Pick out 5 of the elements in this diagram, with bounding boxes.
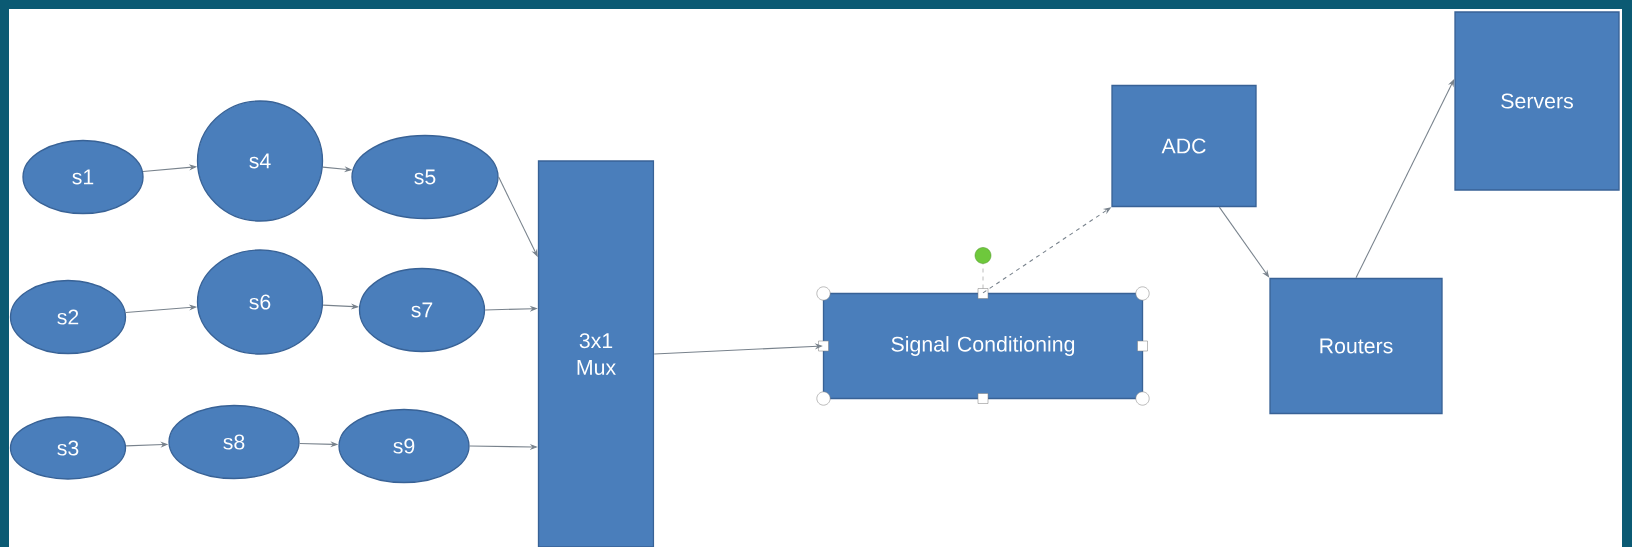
process-box: Servers (1454, 11, 1620, 191)
process-box: ADC (1111, 84, 1257, 208)
process-box: Routers (1269, 277, 1443, 415)
process-box: 3x1 Mux (537, 160, 655, 547)
process-box: Signal Conditioning (822, 292, 1144, 400)
